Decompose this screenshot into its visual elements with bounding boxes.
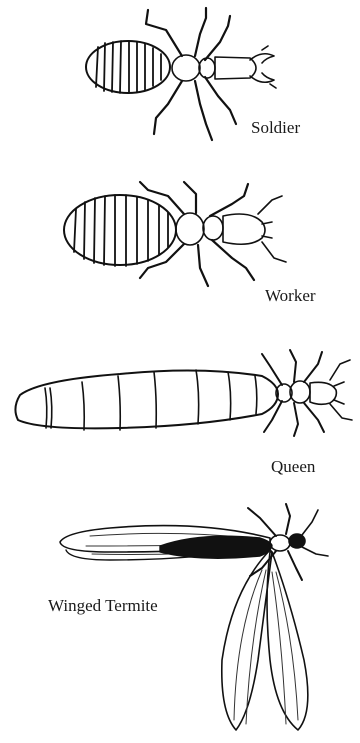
worker-label: Worker: [265, 287, 316, 304]
worker-termite-drawing: [64, 182, 286, 286]
winged-termite-drawing: [60, 504, 328, 730]
queen-label: Queen: [271, 458, 315, 475]
soldier-label: Soldier: [251, 119, 300, 136]
soldier-termite-drawing: [86, 8, 276, 140]
winged-termite-label: Winged Termite: [48, 597, 158, 614]
queen-termite-drawing: [15, 350, 352, 436]
